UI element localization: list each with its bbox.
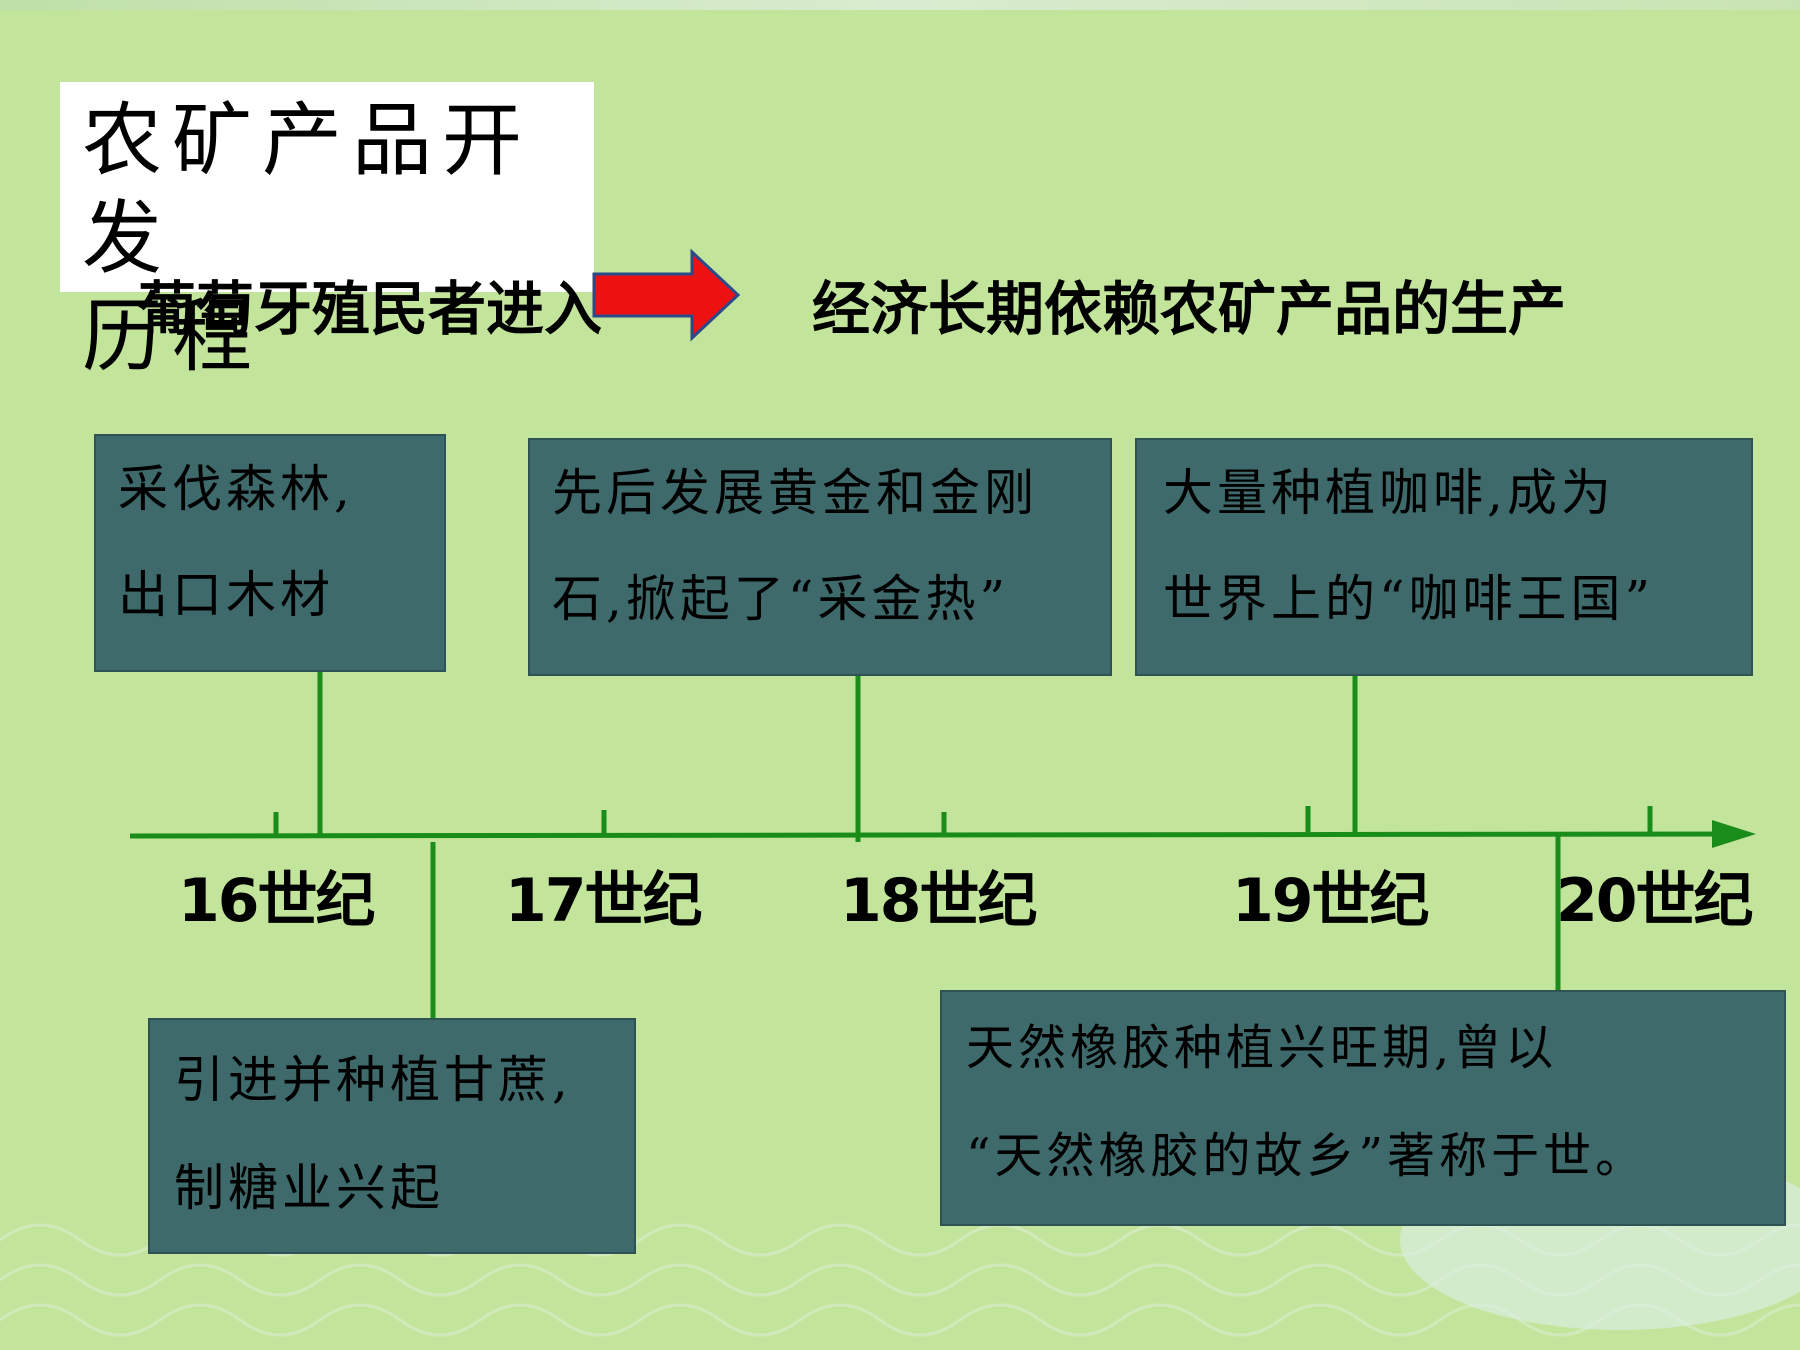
timeline-axis — [129, 831, 1736, 839]
event-box-rubber: 天然橡胶种植兴旺期,曾以 “天然橡胶的故乡”著称于世。 — [940, 990, 1786, 1226]
event-text-line: 大量种植咖啡,成为 — [1163, 464, 1615, 522]
century-label-16: 16世纪 — [178, 866, 375, 936]
event-text-line: 出口木材 — [118, 566, 334, 624]
title-box — [60, 82, 594, 292]
event-box-logging: 采伐森林, 出口木材 — [94, 434, 446, 672]
event-box-gold-diamond: 先后发展黄金和金刚 石,掀起了“采金热” — [528, 438, 1112, 676]
event-text-line: 世界上的“咖啡王国” — [1163, 570, 1655, 628]
top-strip — [0, 0, 1800, 10]
title-line-2: 历程 — [82, 290, 262, 383]
title-line-1: 农矿产品开发 — [82, 94, 532, 285]
century-label-19: 19世纪 — [1232, 866, 1429, 936]
century-label-20: 20世纪 — [1556, 866, 1753, 936]
event-text-line: 采伐森林, — [118, 460, 354, 518]
event-text-line: 制糖业兴起 — [174, 1159, 444, 1217]
heading-left: 葡萄牙殖民者进入 — [138, 275, 603, 343]
century-label-17: 17世纪 — [505, 866, 702, 936]
event-text-line: 引进并种植甘蔗, — [174, 1051, 572, 1109]
event-text-line: 先后发展黄金和金刚 — [552, 464, 1038, 522]
event-box-coffee: 大量种植咖啡,成为 世界上的“咖啡王国” — [1135, 438, 1753, 676]
event-text-line: “天然橡胶的故乡”著称于世。 — [966, 1128, 1648, 1184]
timeline-arrowhead — [1712, 820, 1756, 848]
page-title: 农矿产品开发 历程 — [82, 92, 602, 386]
event-box-sugarcane: 引进并种植甘蔗, 制糖业兴起 — [148, 1018, 636, 1254]
right-arrow-icon — [592, 248, 741, 342]
heading-right: 经济长期依赖农矿产品的生产 — [812, 275, 1567, 343]
century-label-18: 18世纪 — [840, 866, 1037, 936]
event-text-line: 石,掀起了“采金热” — [552, 570, 1010, 628]
event-text-line: 天然橡胶种植兴旺期,曾以 — [966, 1020, 1558, 1076]
